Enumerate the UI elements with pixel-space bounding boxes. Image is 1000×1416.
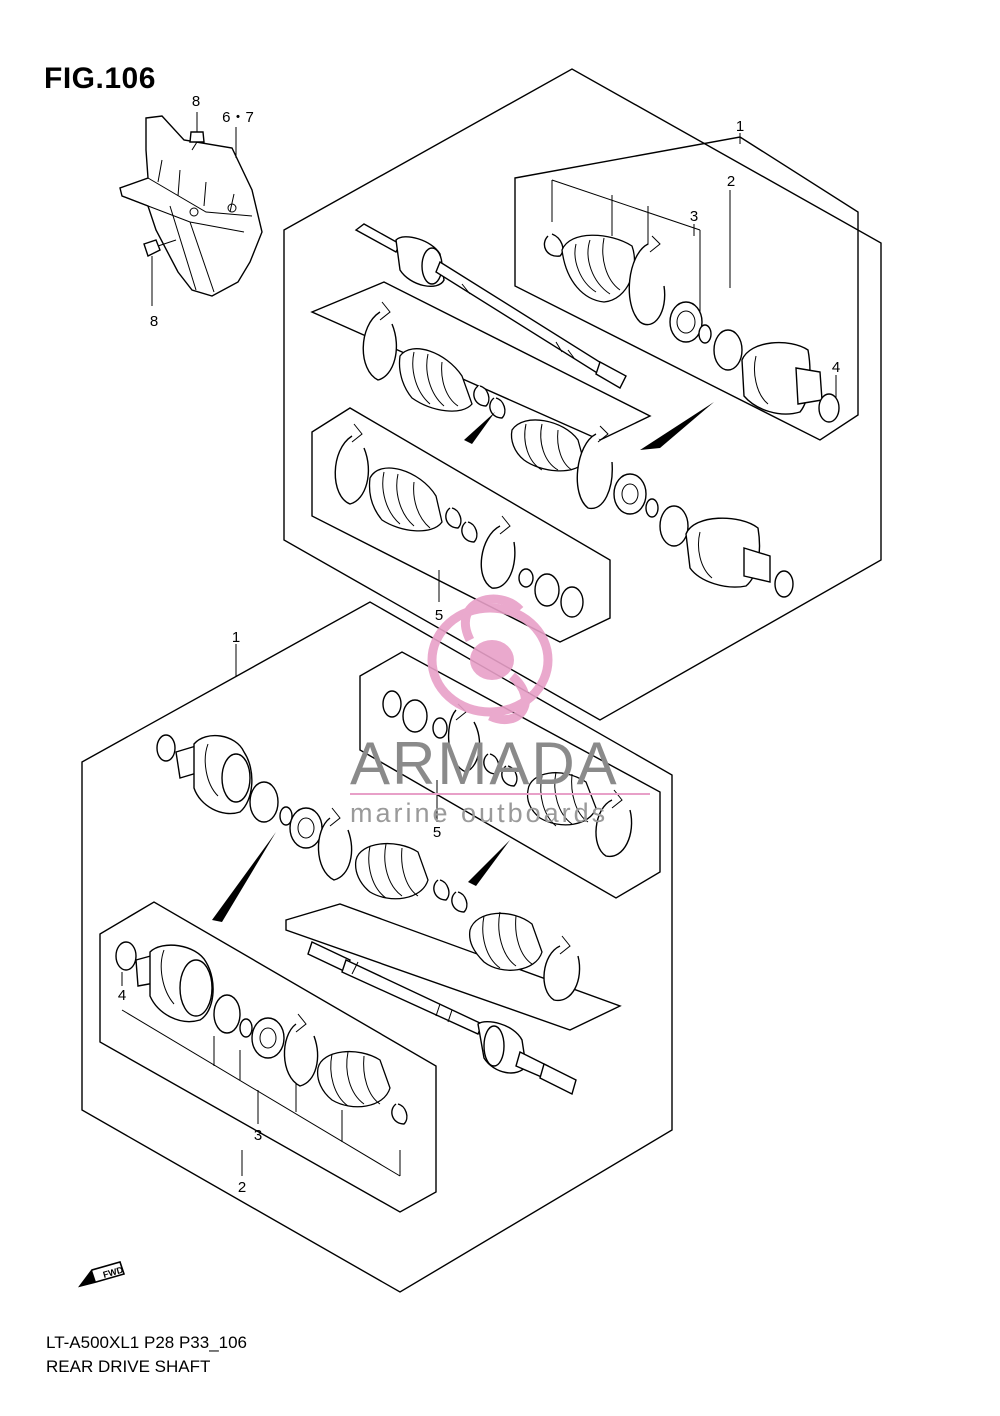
lower-clamp-g[interactable] — [451, 891, 468, 913]
upper-clamp-large[interactable] — [628, 235, 666, 326]
upper-ring-4[interactable] — [818, 393, 840, 423]
upper-end-ring[interactable] — [774, 570, 794, 598]
lower-clamp-j[interactable] — [391, 1103, 408, 1125]
upper-axle-shaft[interactable] — [354, 223, 627, 389]
lower-shaft-frame — [285, 903, 622, 1031]
lower-clamp-b[interactable] — [483, 753, 500, 775]
bracket-assembly[interactable] — [119, 115, 263, 297]
callout-upper-boot-set: 5 — [435, 607, 443, 624]
upper-boot-outer[interactable] — [561, 234, 636, 303]
callout-bracket: 6・7 — [222, 109, 254, 126]
lower-ring-4[interactable] — [115, 941, 137, 971]
lower-boot-set-frame — [359, 651, 661, 899]
callout-lower-boot-set: 5 — [433, 824, 441, 841]
watermark-tagline: marine outboards — [350, 798, 608, 828]
upper-boot-set-frame-a — [310, 281, 652, 441]
lower-circlip-a[interactable] — [249, 781, 279, 823]
callout-lower-assembly: 1 — [232, 629, 240, 646]
lower-clamp-c[interactable] — [501, 765, 518, 787]
lower-clamp-i[interactable] — [283, 1013, 319, 1087]
upper-bearing-cage[interactable] — [669, 301, 703, 343]
part-name: REAR DRIVE SHAFT — [46, 1357, 211, 1376]
lower-snap-ring-b[interactable] — [239, 1018, 253, 1038]
lower-clamp-e[interactable] — [317, 807, 353, 881]
upper-boot-a[interactable] — [398, 348, 473, 412]
upper-clamp-d[interactable] — [576, 425, 613, 510]
model-code: LT-A500XL1 P28 P33_106 — [46, 1333, 248, 1352]
upper-joint-set-frame — [514, 136, 859, 441]
lower-outer-joint[interactable] — [135, 944, 214, 1023]
callout-lower-boot-kit: 3 — [254, 1127, 262, 1144]
upper-ring-f[interactable] — [534, 573, 560, 607]
watermark-logo — [427, 594, 553, 725]
lower-end-ring[interactable] — [156, 734, 176, 762]
callout-bolt-bottom: 8 — [150, 313, 158, 330]
upper-clamp-g[interactable] — [461, 521, 478, 543]
upper-arrow-a — [640, 402, 714, 450]
lower-boot-d[interactable] — [316, 1050, 391, 1108]
lower-inner-joint[interactable] — [175, 734, 253, 815]
callout-upper-assembly: 1 — [736, 118, 744, 135]
lower-arrow-a — [468, 840, 510, 886]
upper-clamp-f[interactable] — [445, 507, 462, 529]
upper-small-ring[interactable] — [518, 568, 534, 588]
lower-ring-b[interactable] — [402, 699, 428, 733]
upper-inner-joint[interactable] — [685, 517, 771, 588]
lower-boot-c[interactable] — [468, 911, 543, 971]
callout-bolt-top: 8 — [192, 93, 200, 110]
upper-arrow-b — [464, 412, 495, 444]
upper-clamp-c[interactable] — [489, 397, 506, 419]
lower-boot-a[interactable] — [526, 771, 597, 827]
lower-snap-ring-a[interactable] — [279, 806, 293, 826]
bolt-bottom[interactable] — [143, 239, 177, 306]
upper-clamp-small[interactable] — [543, 233, 564, 257]
lower-ring-a[interactable] — [382, 690, 402, 718]
upper-snap-ring-a[interactable] — [698, 324, 712, 344]
watermark-brand: ARMADA — [350, 730, 619, 797]
callout-lower-joint-set: 2 — [238, 1179, 246, 1196]
callout-lower-ring: 4 — [118, 987, 126, 1004]
callout-upper-ring: 4 — [832, 359, 840, 376]
lower-circlip-b[interactable] — [213, 994, 241, 1034]
callout-upper-boot-kit: 3 — [690, 208, 698, 225]
lower-outer-cage[interactable] — [251, 1017, 285, 1059]
fwd-arrow: FWD — [78, 1261, 126, 1288]
upper-assembly-frame — [283, 68, 882, 721]
upper-ring-g[interactable] — [560, 586, 584, 618]
upper-clamp-h[interactable] — [480, 515, 516, 589]
upper-inner-cage[interactable] — [613, 473, 647, 515]
lower-joint-set-frame — [99, 901, 437, 1213]
upper-clamp-e[interactable] — [334, 423, 370, 505]
lower-axle-shaft[interactable] — [307, 941, 577, 1096]
lower-clamp-f[interactable] — [433, 879, 450, 901]
figure-title: FIG.106 — [44, 62, 156, 95]
upper-outer-joint[interactable] — [741, 341, 823, 415]
upper-boot-c[interactable] — [368, 467, 443, 532]
lower-ring-c[interactable] — [432, 717, 448, 739]
upper-circlip[interactable] — [713, 329, 743, 371]
upper-clamp-a[interactable] — [362, 301, 398, 381]
upper-boot-b[interactable] — [510, 419, 585, 472]
lower-boot-b[interactable] — [354, 842, 429, 900]
upper-boot-set-frame-b — [311, 407, 611, 643]
upper-clamp-b[interactable] — [473, 385, 490, 407]
bolt-top[interactable] — [189, 112, 205, 151]
upper-circlip-b[interactable] — [659, 505, 689, 547]
lower-arrow-b — [212, 832, 276, 922]
lower-assembly-frame — [81, 601, 673, 1293]
lower-clamp-h[interactable] — [543, 935, 581, 1002]
lower-inner-cage[interactable] — [289, 807, 323, 849]
callout-upper-joint-set: 2 — [727, 173, 735, 190]
upper-snap-ring-b[interactable] — [645, 498, 659, 518]
